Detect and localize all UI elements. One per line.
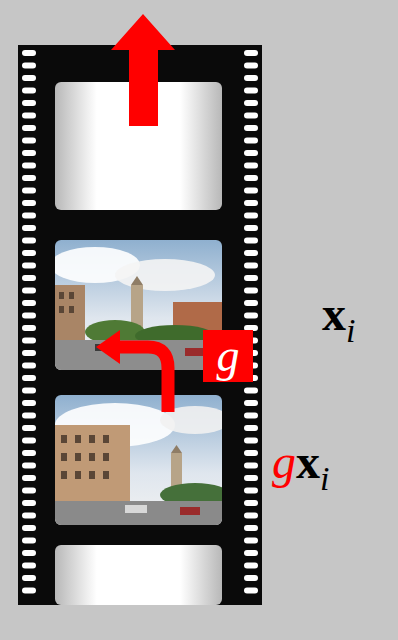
index-subscript: i: [320, 460, 329, 497]
transform-box: g: [203, 330, 253, 382]
formula: xi: [322, 290, 355, 338]
index-subscript: i: [346, 312, 355, 349]
transform-symbol: g: [217, 333, 240, 379]
input-symbol: x: [322, 287, 346, 340]
formula: gxi: [272, 438, 329, 486]
input-symbol: x: [296, 435, 320, 488]
transform-symbol: g: [272, 435, 296, 488]
